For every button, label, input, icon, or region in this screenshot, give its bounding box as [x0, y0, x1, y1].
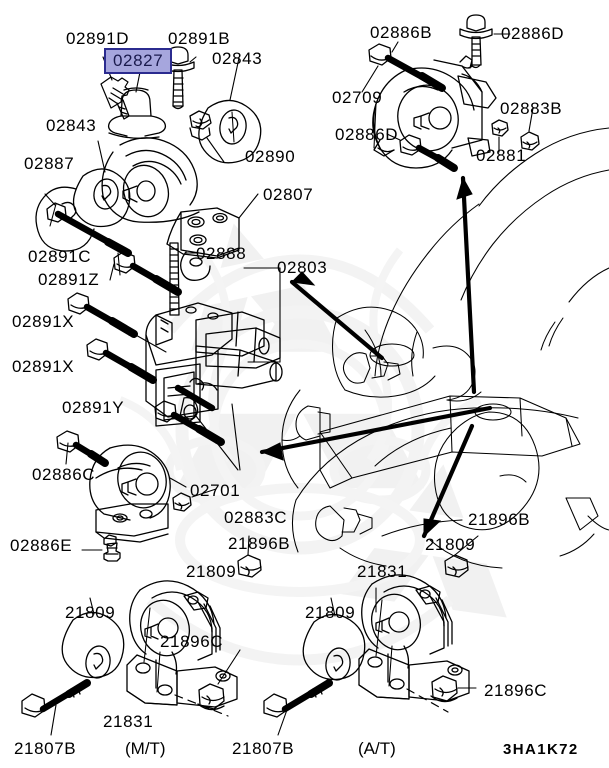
callout-02701: 02701: [190, 481, 241, 500]
mt-mount-assembly: [21, 580, 333, 736]
callout-02891D: 02891D: [66, 29, 130, 48]
callout-02843-top: 02843: [212, 49, 263, 68]
callout-21831-at: 21831: [357, 562, 408, 581]
callout-21809-right-top: 21809: [425, 535, 476, 554]
callout-02827-highlighted[interactable]: 02827: [104, 48, 173, 74]
callout-02803: 02803: [277, 258, 328, 277]
callout-02888: 02888: [196, 244, 247, 263]
engine-support-bracket-group: [67, 242, 283, 471]
callout-21896C-mt: 21896C: [160, 632, 224, 651]
callout-02891C: 02891C: [28, 247, 92, 266]
callout-02709: 02709: [332, 88, 383, 107]
upper-engine-mount-group: [35, 46, 262, 281]
callout-21809-mid: 21809: [186, 562, 237, 581]
callout-02886E: 02886E: [10, 536, 73, 555]
roll-stopper-mount-group: [361, 14, 540, 172]
callout-02891X-2: 02891X: [12, 357, 75, 376]
transmission-mount-02701-group: [56, 430, 217, 562]
callout-02883B: 02883B: [500, 99, 563, 118]
callout-21831-mt: 21831: [103, 712, 154, 731]
callout-21896B-right: 21896B: [468, 510, 531, 529]
callout-21807B-left: 21807B: [14, 739, 77, 758]
small-hardware-group: [237, 535, 479, 578]
callout-02881: 02881: [476, 146, 527, 165]
callout-02886D-bottom: 02886D: [335, 125, 399, 144]
callout-02891Y: 02891Y: [62, 398, 125, 417]
assembly-arrows: [259, 175, 493, 539]
callout-02891Z: 02891Z: [38, 270, 100, 289]
at-mount-assembly: [302, 574, 477, 713]
transmission-type-mt: (M/T): [125, 739, 166, 758]
callout-02883C: 02883C: [224, 508, 288, 527]
callout-21807B-right: 21807B: [232, 739, 295, 758]
callout-02886D-top: 02886D: [501, 24, 565, 43]
diagram-code: 3HA1K72: [503, 741, 579, 758]
callout-02886B: 02886B: [370, 23, 433, 42]
callout-02843-left: 02843: [46, 116, 97, 135]
callout-02886C: 02886C: [32, 465, 96, 484]
callout-02807: 02807: [263, 185, 314, 204]
ghost-engine-bay: [281, 127, 609, 569]
callout-21809-at: 21809: [305, 603, 356, 622]
callout-02891X-1: 02891X: [12, 312, 75, 331]
callout-02887: 02887: [24, 154, 75, 173]
callout-21809-mt: 21809: [65, 603, 116, 622]
callout-02891B: 02891B: [168, 29, 231, 48]
callout-21896C-at: 21896C: [484, 681, 548, 700]
callout-02890: 02890: [245, 147, 296, 166]
transmission-type-at: (A/T): [358, 739, 396, 758]
callout-21896B-left: 21896B: [228, 534, 291, 553]
